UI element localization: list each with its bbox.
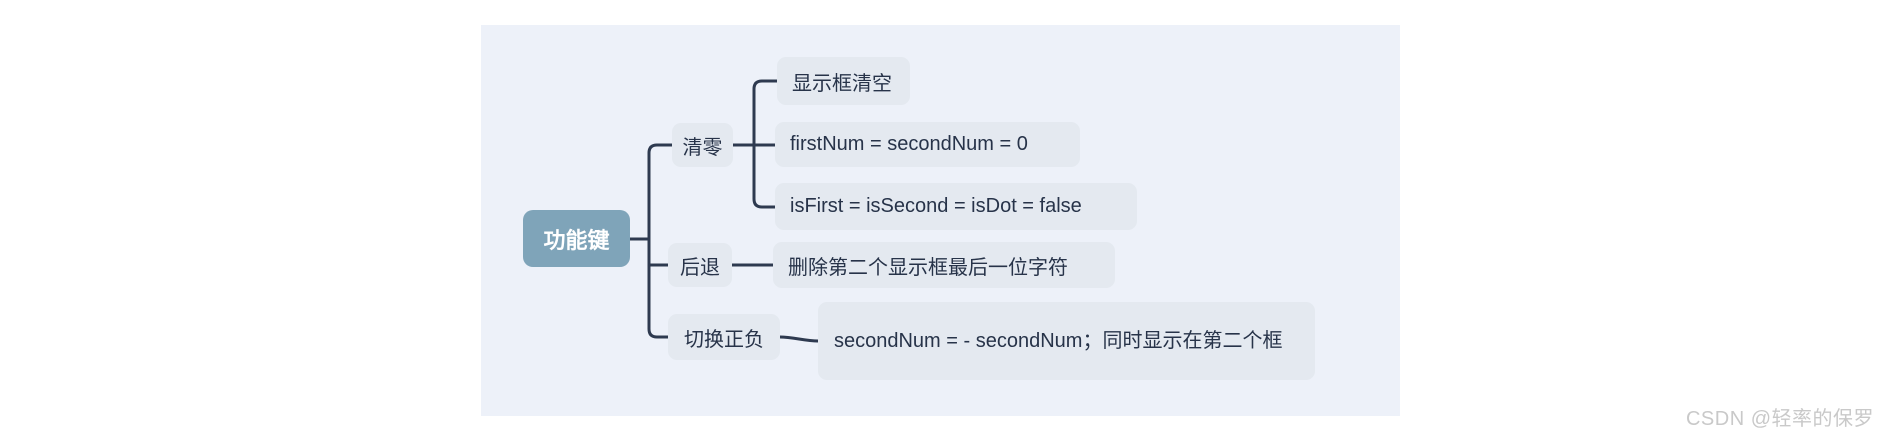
connector-lines: [628, 79, 820, 343]
branch-label: 切换正负: [684, 328, 764, 351]
leaf-node-first-second-num-zero[interactable]: firstNum = secondNum = 0: [775, 122, 1080, 167]
mindmap-root-node[interactable]: 功能键: [523, 210, 630, 267]
connector-trunk-level2: [752, 79, 779, 209]
branch-node-clear[interactable]: 清零: [672, 123, 733, 167]
branch-node-toggle-sign[interactable]: 切换正负: [668, 314, 780, 360]
leaf-node-negate-second-num[interactable]: secondNum = - secondNum；同时显示在第二个框: [818, 302, 1315, 380]
leaf-label: 删除第二个显示框最后一位字符: [788, 256, 1068, 279]
leaf-label: isFirst = isSecond = isDot = false: [790, 195, 1082, 217]
leaf-node-display-clear[interactable]: 显示框清空: [777, 57, 910, 105]
leaf-node-delete-last-char[interactable]: 删除第二个显示框最后一位字符: [773, 242, 1115, 288]
connector-trunk-level1: [647, 143, 674, 339]
mindmap-canvas[interactable]: 功能键 清零 后退 切换正负 显示框清空 firstNum = secondNu…: [481, 25, 1400, 416]
root-node-label: 功能键: [543, 227, 610, 253]
branch-label: 清零: [682, 136, 723, 159]
leaf-label: firstNum = secondNum = 0: [790, 133, 1028, 155]
connector-toggle-leaf: [778, 335, 820, 343]
branch-node-backspace[interactable]: 后退: [668, 243, 732, 287]
leaf-label: 显示框清空: [792, 72, 892, 95]
branch-label: 后退: [680, 256, 720, 279]
leaf-node-flags-false[interactable]: isFirst = isSecond = isDot = false: [775, 183, 1137, 230]
watermark-text: CSDN @轻率的保罗: [1685, 408, 1874, 430]
watermark: CSDN @轻率的保罗: [1686, 402, 1874, 431]
leaf-label: secondNum = - secondNum；同时显示在第二个框: [834, 329, 1283, 352]
